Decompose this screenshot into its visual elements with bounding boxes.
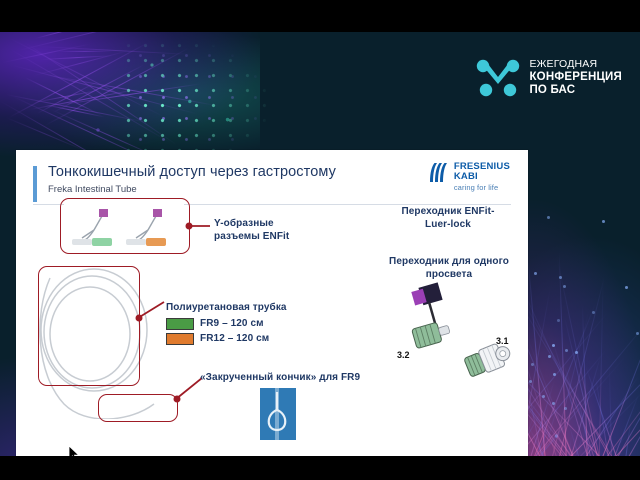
annotation-adapter-single-line2: просвета	[374, 269, 524, 282]
conference-line-2: КОНФЕРЕНЦИЯ	[529, 71, 622, 84]
annotation-y-connectors-line2: разъемы ENFit	[214, 231, 289, 244]
annotation-y-connectors-line1: Y-образные	[214, 218, 289, 231]
ink-highlight-curled-tip	[98, 394, 178, 422]
fresenius-waves-icon	[428, 162, 449, 184]
annotation-adapter-single-lumen: Переходник для одного просвета	[374, 256, 524, 281]
annotation-y-connectors: Y-образные разъемы ENFit	[214, 218, 289, 243]
fresenius-kabi-wordmark: FRESENIUS KABI caring for life	[454, 162, 510, 192]
conference-logo: ЕЖЕГОДНАЯ КОНФЕРЕНЦИЯ ПО БАС	[476, 58, 622, 98]
annotation-polyurethane-tube: Полиуретановая трубка FR9 – 120 см FR12 …	[166, 302, 287, 346]
part-number-3-1: 3.1	[496, 336, 509, 346]
tube-size-row-fr9: FR9 – 120 см	[166, 318, 287, 331]
conference-line-1: ЕЖЕГОДНАЯ	[529, 59, 622, 71]
tube-size-label-fr12: FR12 – 120 см	[200, 333, 269, 346]
annotation-tube-title: Полиуретановая трубка	[166, 302, 287, 315]
neuron-v-logo-icon	[476, 58, 520, 98]
fresenius-kabi-logo: FRESENIUS KABI caring for life	[428, 162, 510, 192]
brand-tagline: caring for life	[454, 184, 510, 192]
network-dots-graphic	[120, 38, 270, 158]
swatch-fr12	[166, 333, 194, 345]
annotation-curled-tip: «Закрученный кончик» для FR9	[200, 372, 360, 385]
conference-line-3: ПО БАС	[529, 84, 622, 97]
video-frame: ЕЖЕГОДНАЯ КОНФЕРЕНЦИЯ ПО БАС Тонкокишечн…	[0, 32, 640, 456]
tube-size-label-fr9: FR9 – 120 см	[200, 318, 264, 331]
annotation-adapter-luer-lock: Переходник ENFit- Luer-lock	[378, 206, 518, 231]
title-accent-bar	[33, 166, 37, 202]
network-graphic-top-left	[0, 32, 260, 156]
mouse-cursor	[68, 445, 80, 456]
conference-logo-text: ЕЖЕГОДНАЯ КОНФЕРЕНЦИЯ ПО БАС	[529, 59, 622, 97]
annotation-adapter-single-line1: Переходник для одного	[374, 256, 524, 269]
swatch-fr9	[166, 318, 194, 330]
part-number-3-2: 3.2	[397, 350, 410, 360]
brand-name-line-2: KABI	[454, 172, 510, 182]
presentation-slide: Тонкокишечный доступ через гастростому F…	[16, 150, 528, 456]
enfit-luer-lock-adapter-photo	[456, 332, 518, 388]
ink-highlight-coiled-tube	[38, 266, 140, 386]
ink-highlight-y-connectors	[60, 198, 190, 254]
annotation-adapter-luer-line1: Переходник ENFit-	[378, 206, 518, 219]
slide-title: Тонкокишечный доступ через гастростому	[48, 164, 336, 180]
curled-tip-photo	[260, 388, 296, 440]
slide-subtitle: Freka Intestinal Tube	[48, 184, 137, 195]
tube-size-row-fr12: FR12 – 120 см	[166, 333, 287, 346]
annotation-adapter-luer-line2: Luer-lock	[378, 219, 518, 232]
